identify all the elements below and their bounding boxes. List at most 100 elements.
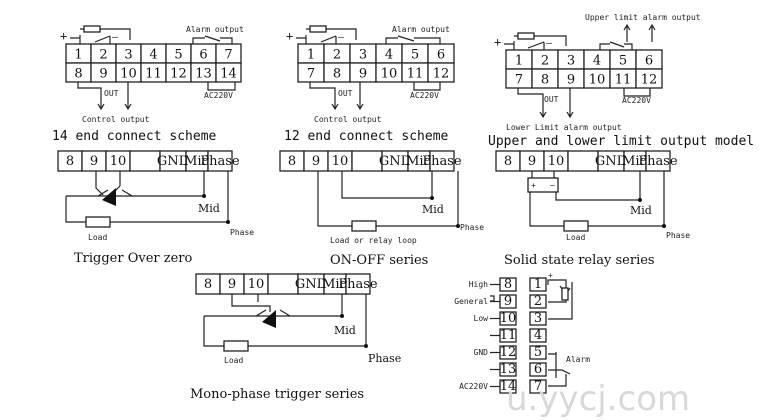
strip-cell: [645, 150, 671, 172]
triac-symbol: [102, 188, 116, 206]
terminal-number: 11: [407, 67, 424, 82]
pinout-right-number: 4: [534, 328, 542, 343]
terminal-number: 1: [515, 54, 523, 69]
terminal-number: 13: [195, 67, 212, 82]
circuit-caption: Solid state relay series: [504, 253, 655, 268]
ac220v-label: AC220V: [622, 96, 651, 105]
pinout-plus: +: [548, 271, 553, 280]
pinout-right-number: 2: [534, 294, 542, 309]
strip-label: GND: [379, 154, 411, 169]
pinout-right-pin: [529, 294, 547, 309]
ssr-plus: +: [531, 181, 536, 190]
strip-label: 10: [248, 277, 265, 292]
load-resistor: [563, 220, 589, 232]
strip-label: 8: [504, 154, 512, 169]
strip-cell: [429, 150, 455, 172]
terminal-number: 2: [541, 54, 549, 69]
terminal-number: 6: [437, 48, 445, 63]
pinout-left-number: 8: [504, 277, 512, 292]
ac220v-label: AC220V: [204, 91, 233, 100]
pinout-right-pin: [529, 379, 547, 394]
pinout-sensor: [561, 287, 569, 301]
phase-label: Phase: [460, 223, 484, 232]
pinout-left-label: AC220V: [459, 382, 488, 391]
pinout-right-pin: [529, 328, 547, 343]
strip-cell: [351, 150, 383, 172]
terminal-number: 11: [615, 73, 632, 88]
sensor-resistor: [517, 32, 535, 40]
strip-label: 9: [90, 154, 98, 169]
strip-label: 8: [66, 154, 74, 169]
circuit-caption: ON-OFF series: [330, 253, 428, 268]
pinout-left-number: 11: [500, 328, 517, 343]
terminal-number: 3: [359, 48, 367, 63]
circuit-caption: Trigger Over zero: [74, 251, 193, 266]
pinout-left-number: 9: [504, 294, 512, 309]
terminal-number: 12: [433, 67, 450, 82]
pinout-left-number: 12: [500, 345, 517, 360]
plus-sign: +: [286, 29, 293, 43]
sensor-resistor: [309, 25, 327, 33]
strip-cell: [267, 273, 299, 295]
pinout-left-label: General: [454, 297, 488, 306]
pinout-left-label: Low: [474, 314, 489, 323]
terminal-number: 1: [74, 48, 82, 63]
load-resistor: [351, 220, 377, 232]
terminal-number: 7: [224, 48, 232, 63]
terminal-number: 7: [515, 73, 523, 88]
terminal-number: 7: [307, 67, 315, 82]
terminal-number: 11: [145, 67, 162, 82]
strip-cell: [567, 150, 599, 172]
terminal-number: 3: [567, 54, 575, 69]
strip-label: 8: [288, 154, 296, 169]
terminal-number: 2: [99, 48, 107, 63]
terminal-number: 10: [120, 67, 137, 82]
terminal-cell: [215, 62, 242, 83]
alarm-output-label: Alarm output: [186, 25, 244, 34]
strip-label: 9: [528, 154, 536, 169]
pinout-right-pin: [529, 311, 547, 326]
terminal-number: 9: [359, 67, 367, 82]
load-label: Load: [566, 233, 585, 242]
terminal-number: 4: [385, 48, 393, 63]
phase-label: Phase: [368, 352, 401, 365]
out-label: OUT: [338, 89, 353, 98]
strip-label: Phase: [422, 154, 462, 169]
strip-label: Mid: [184, 154, 210, 169]
strip-cell: [129, 150, 161, 172]
load-label: Load or relay loop: [330, 236, 417, 245]
terminal-number: 4: [149, 48, 157, 63]
terminal-number: 4: [593, 54, 601, 69]
strip-label: GND: [157, 154, 189, 169]
minus-sign: —: [338, 32, 345, 43]
pinout-right-number: 7: [534, 379, 542, 394]
load-resistor: [223, 340, 249, 352]
terminal-cell: [427, 62, 455, 83]
ac220v-label: AC220V: [410, 91, 439, 100]
terminal-number: 5: [619, 54, 627, 69]
mid-label: Mid: [422, 203, 444, 216]
strip-label: Phase: [338, 277, 378, 292]
pinout-left-number: 13: [500, 362, 517, 377]
terminal-number: 5: [411, 48, 419, 63]
diagram-title: Upper and lower limit output model: [488, 134, 754, 149]
pinout-left-number: 14: [500, 379, 517, 394]
pinout-diagram: + Alarm 8High9General10Low1112GND1314AC2…: [454, 271, 590, 394]
out-label: OUT: [544, 95, 559, 104]
pinout-left-number: 10: [500, 311, 517, 326]
pinout-alarm-label: Alarm: [566, 355, 590, 364]
pinout-right-number: 3: [534, 311, 542, 326]
strip-label: Mid: [322, 277, 348, 292]
terminal-number: 8: [333, 67, 341, 82]
upper-limit-label: Upper limit alarm output: [585, 13, 701, 22]
pinout-left-label: GND: [474, 348, 489, 357]
plus-sign: +: [494, 35, 501, 49]
strip-label: 9: [228, 277, 236, 292]
